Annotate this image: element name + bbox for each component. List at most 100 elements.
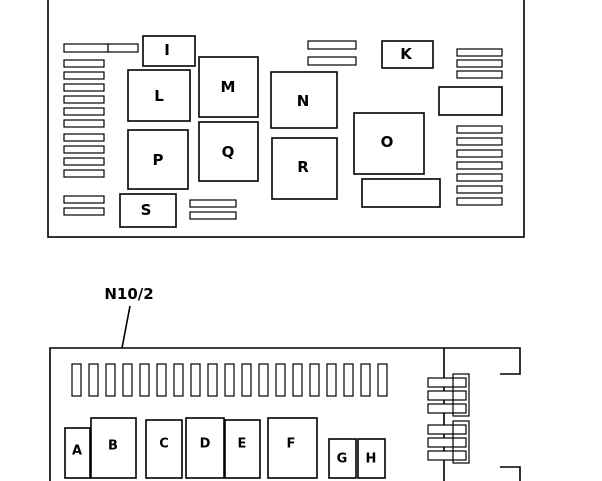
callout-leader-line (121, 305, 131, 349)
blank-module-right (438, 86, 503, 116)
bottom-unit-outline (49, 347, 521, 481)
vertical-fuse (343, 363, 354, 397)
vertical-fuse (241, 363, 252, 397)
small-fuse (456, 137, 503, 146)
small-fuse (63, 207, 105, 216)
relay-m (198, 56, 259, 118)
relay-q (198, 121, 259, 182)
vertical-fuse (207, 363, 218, 397)
blank-module-bottom (361, 178, 441, 208)
connector-housing (452, 373, 470, 417)
relay-c (145, 419, 183, 479)
small-fuse (63, 119, 105, 128)
small-fuse (63, 195, 105, 204)
label-n: N (297, 92, 310, 110)
small-fuse (63, 169, 105, 178)
vertical-fuse (173, 363, 184, 397)
relay-o (353, 112, 425, 175)
vertical-fuse (292, 363, 303, 397)
small-fuse (63, 107, 105, 116)
label-c: C (159, 437, 169, 452)
vertical-fuse (139, 363, 150, 397)
small-fuse (63, 59, 105, 68)
label-f: F (287, 437, 296, 452)
small-fuse (456, 149, 503, 158)
vertical-fuse (309, 363, 320, 397)
vertical-fuse (190, 363, 201, 397)
bottom-vertical-fuses (71, 363, 388, 397)
connector-pin (427, 390, 467, 401)
small-fuse (63, 133, 105, 142)
label-a: A (72, 444, 82, 459)
vertical-fuse (224, 363, 235, 397)
top-right-small-fuses (456, 48, 503, 206)
small-fuse (107, 43, 139, 53)
relay-i (142, 35, 196, 67)
relay-s (119, 193, 177, 228)
relay-a (64, 427, 91, 479)
connector-pin (427, 437, 467, 448)
small-fuse (456, 173, 503, 182)
connector-pin (427, 450, 467, 461)
relay-e (224, 419, 261, 479)
vertical-fuse (258, 363, 269, 397)
connector-pin (427, 403, 467, 414)
small-fuse (63, 95, 105, 104)
label-b: B (108, 439, 118, 454)
connector-pin (427, 377, 467, 388)
vertical-fuse (360, 363, 371, 397)
label-d: D (200, 437, 211, 452)
small-fuse (456, 185, 503, 194)
label-i: I (164, 41, 170, 59)
label-r: R (297, 158, 309, 176)
small-fuse (189, 199, 237, 208)
relay-p (127, 129, 189, 190)
small-fuse (63, 145, 105, 154)
small-fuse (307, 40, 357, 50)
top-fuse-unit: I L M N P Q R S K O (47, 0, 525, 238)
small-fuse (456, 70, 503, 79)
vertical-fuse (275, 363, 286, 397)
small-fuse (456, 161, 503, 170)
connector-housing (452, 420, 470, 464)
small-fuse (63, 43, 109, 53)
label-h: H (366, 452, 377, 467)
top-left-small-fuses (63, 43, 139, 216)
callout-label: N10/2 (104, 285, 153, 303)
label-q: Q (222, 143, 235, 161)
relay-n (270, 71, 338, 129)
top-unit-outline (47, 0, 525, 238)
small-fuse (189, 211, 237, 220)
label-p: P (153, 151, 164, 169)
small-fuse (456, 197, 503, 206)
relay-k (381, 40, 434, 69)
relay-r (271, 137, 338, 200)
label-m: M (221, 78, 236, 96)
vertical-fuse (326, 363, 337, 397)
relay-l (127, 69, 191, 122)
small-fuse (456, 59, 503, 68)
relay-d (185, 417, 225, 479)
small-fuse (456, 48, 503, 57)
bottom-right-connector (427, 373, 470, 464)
label-l: L (154, 87, 164, 105)
vertical-fuse (105, 363, 116, 397)
label-e: E (238, 437, 247, 452)
relay-f (267, 417, 318, 479)
label-g: G (337, 452, 348, 467)
vertical-fuse (377, 363, 388, 397)
relay-b (90, 417, 137, 479)
small-fuse (307, 56, 357, 66)
vertical-fuse (156, 363, 167, 397)
vertical-fuse (88, 363, 99, 397)
label-k: K (400, 45, 413, 63)
small-fuse (63, 83, 105, 92)
small-fuse (63, 71, 105, 80)
relay-g (328, 438, 357, 479)
bottom-unit-outline-lower (500, 466, 521, 481)
relay-h (357, 438, 386, 479)
vertical-fuse (122, 363, 133, 397)
small-fuse (456, 125, 503, 134)
small-fuse (63, 157, 105, 166)
